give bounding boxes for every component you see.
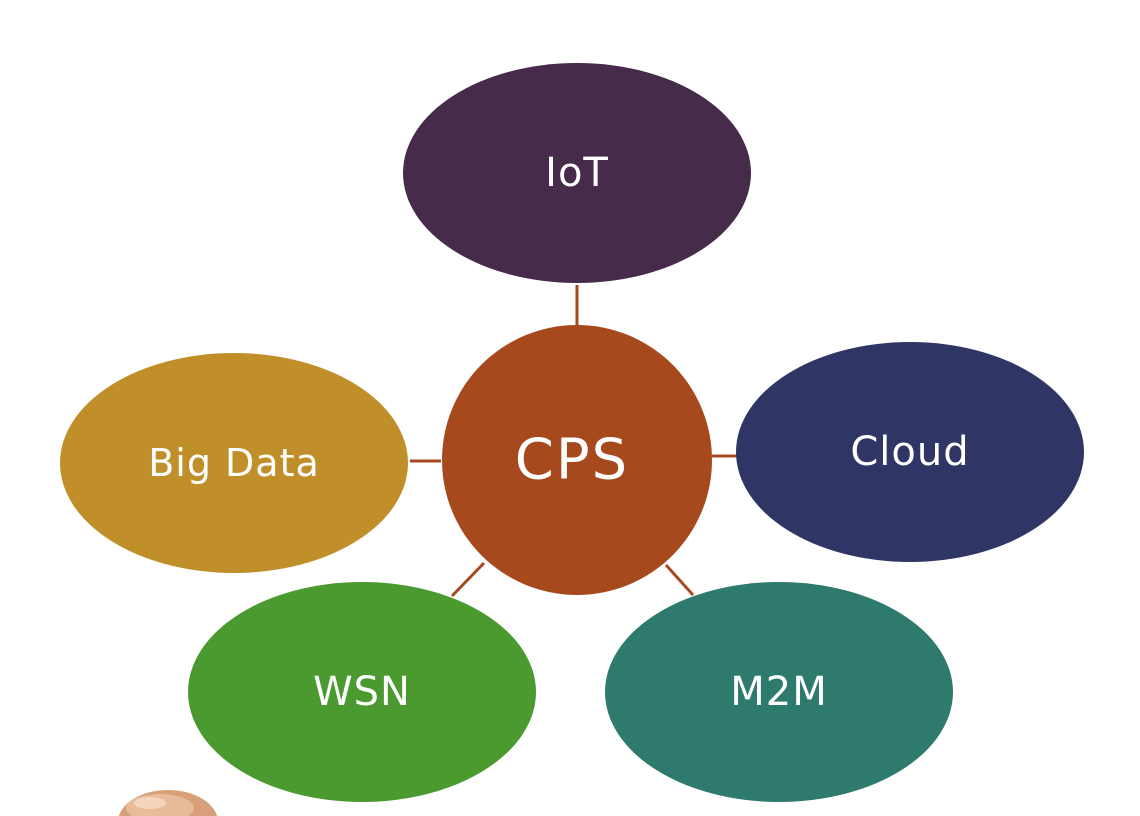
node-m2m-label: M2M	[730, 669, 827, 715]
node-iot: IoT	[403, 63, 751, 283]
node-wsn-label: WSN	[313, 669, 411, 715]
node-cloud: Cloud	[736, 342, 1084, 562]
node-cloud-shape	[736, 342, 1084, 562]
hand-icon	[118, 790, 218, 816]
node-m2m-shape	[605, 582, 953, 802]
node-big-data: Big Data	[60, 353, 408, 573]
connector-wsn	[450, 561, 486, 598]
node-cloud-label: Cloud	[850, 429, 969, 475]
connectors	[410, 285, 738, 598]
node-wsn-shape	[188, 582, 536, 802]
center-hub-label: CPS	[515, 428, 629, 493]
node-wsn: WSN	[188, 582, 536, 802]
node-iot-shape	[403, 63, 751, 283]
node-big-data-label: Big Data	[148, 441, 320, 485]
node-iot-label: IoT	[545, 150, 609, 196]
node-big-data-shape	[60, 353, 408, 573]
node-m2m: M2M	[605, 582, 953, 802]
center-hub-shape	[442, 325, 712, 595]
center-hub: CPS	[442, 325, 712, 595]
connector-m2m	[664, 563, 695, 597]
